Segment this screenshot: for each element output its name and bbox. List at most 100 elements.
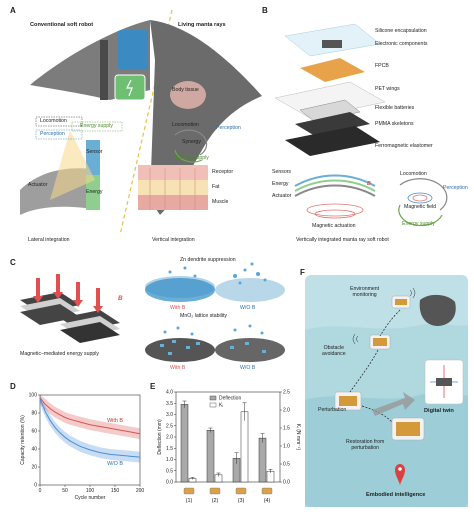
chart-d-xtick-label: 0 bbox=[39, 488, 42, 494]
sensor-layer-side bbox=[294, 174, 376, 187]
energy-label-b: Energy bbox=[272, 181, 289, 187]
loop-perception-b: Perception bbox=[443, 185, 468, 191]
panel-d-letter: D bbox=[10, 382, 16, 391]
zn-disc-wo-b bbox=[215, 278, 285, 302]
chart-e-ylabel-left: Deflection (mm) bbox=[157, 419, 163, 455]
sensor-block bbox=[86, 140, 100, 175]
actuator-label-b: Actuator bbox=[272, 193, 292, 199]
chart-e-category-label: (1) bbox=[186, 498, 193, 504]
perturbation-arrow bbox=[372, 392, 415, 416]
caption-b: Vertically integrated manta ray soft rob… bbox=[296, 237, 389, 243]
caption-c: Magnetic–mediated energy supply bbox=[20, 351, 100, 357]
robot-3 bbox=[334, 391, 362, 411]
b-symbol-c: B bbox=[118, 295, 123, 302]
chart-d-xtick-label: 50 bbox=[62, 488, 68, 494]
zn-disc-with-b bbox=[145, 278, 215, 302]
chart-e-ytick-left-label: 3.0 bbox=[166, 412, 173, 418]
magnetic-actuation-label: Magnetic actuation bbox=[312, 223, 356, 229]
digital-twin-label: Digital twin bbox=[424, 408, 454, 414]
panel-a-title-left: Conventional soft robot bbox=[30, 22, 94, 28]
panel-f-letter: F bbox=[300, 268, 305, 277]
loop-locomotion-b: Locomotion bbox=[400, 171, 427, 177]
field-arrows bbox=[33, 274, 103, 313]
chart-e-category-label: (4) bbox=[264, 498, 271, 504]
chart-d-ylabel: Capacity retention (%) bbox=[20, 415, 26, 465]
chart-e-legend-label-1: Kᵢ bbox=[219, 403, 223, 409]
panel-e-letter: E bbox=[150, 382, 156, 391]
chart-d-band-0 bbox=[40, 395, 140, 440]
chart-e-category-label: (3) bbox=[238, 498, 245, 504]
loop-perception-a: Perception bbox=[216, 125, 241, 131]
perception-box bbox=[35, 129, 83, 140]
chart-e-ytick-left-label: 3.5 bbox=[166, 401, 173, 407]
mno2-disc-wo-b bbox=[215, 338, 285, 362]
chart-e-legend-label-0: Deflection bbox=[219, 396, 241, 402]
perception-label-a: Perception bbox=[40, 131, 65, 137]
robot-frame bbox=[100, 40, 108, 100]
loop-synergy-a: Synergy bbox=[182, 139, 202, 145]
pmma-layer bbox=[295, 112, 370, 136]
env-monitoring-label: Environment monitoring bbox=[350, 286, 380, 298]
energy-supply-label-a: Energy supply bbox=[80, 123, 113, 129]
sensors-label-b: Sensors bbox=[272, 169, 292, 175]
obstacle-avoidance-label: Obstacle avoidance bbox=[322, 345, 346, 357]
body-tissue-patch bbox=[170, 81, 206, 109]
panel-b-letter: B bbox=[262, 6, 268, 15]
chart-d-legend-wo-b: W/O B bbox=[107, 461, 123, 467]
chart-d-ytick-label: 40 bbox=[31, 447, 37, 453]
chart-e-ytick-left-label: 2.0 bbox=[166, 435, 173, 441]
robot-2 bbox=[369, 334, 391, 350]
receptor-label: Receptor bbox=[212, 169, 234, 175]
chart-e-legend-swatch-1 bbox=[209, 402, 217, 408]
battery-layer bbox=[299, 99, 361, 123]
robot-4 bbox=[391, 417, 425, 441]
locomotion-label: Locomotion bbox=[40, 118, 67, 124]
chart-e-robot-thumb bbox=[183, 487, 195, 495]
layer-label-pmma: PMMA skeletons bbox=[375, 121, 414, 127]
chart-d-legend-with-b: With B bbox=[107, 418, 123, 424]
chart-d-ytick-label: 60 bbox=[31, 429, 37, 435]
zn-title: Zn dendrite suppression bbox=[180, 257, 236, 263]
layer-label-silicone: Silicone encapsulation bbox=[375, 28, 427, 34]
robot-1 bbox=[391, 295, 411, 309]
synergy-loop-arrow bbox=[174, 129, 208, 156]
loop-energy-a: Energy supply bbox=[176, 155, 209, 161]
chart-d-xtick-label: 100 bbox=[86, 488, 95, 494]
chart-e-ytick-right-label: 1.0 bbox=[283, 444, 290, 450]
layer-label-electronic: Electronic components bbox=[375, 41, 428, 47]
body-tissue-label: Body tissue bbox=[172, 87, 199, 93]
loop-locomotion-a: Locomotion bbox=[172, 122, 199, 128]
chart-e-ytick-left-label: 1.0 bbox=[166, 457, 173, 463]
map-pin-icon bbox=[395, 464, 405, 486]
muscle-label: Muscle bbox=[212, 199, 229, 205]
chart-e-ytick-left-label: 4.0 bbox=[166, 390, 173, 396]
components-layer bbox=[322, 40, 342, 48]
b-symbol-b: B bbox=[367, 181, 371, 187]
light-cone bbox=[50, 130, 95, 200]
chart-e-category-label: (2) bbox=[212, 498, 219, 504]
energy-supply-box bbox=[71, 121, 123, 132]
ferro-layer bbox=[285, 126, 380, 156]
rock bbox=[419, 294, 456, 326]
chart-e-ytick-left-label: 2.5 bbox=[166, 423, 173, 429]
layer-label-batteries: Flexible batteries bbox=[375, 105, 415, 111]
chart-e-ytick-right-label: 2.0 bbox=[283, 408, 290, 414]
energy-block bbox=[86, 175, 100, 210]
embodied-intelligence-label: Embodied intelligence bbox=[366, 492, 426, 498]
robot-circuit-board bbox=[118, 30, 148, 70]
caption-lateral: Lateral integration bbox=[28, 237, 70, 243]
lightning-icon bbox=[126, 79, 133, 97]
restoration-label: Restoration from perturbation bbox=[346, 439, 385, 451]
fpcb-layer bbox=[300, 58, 365, 82]
fat-label: Fat bbox=[212, 184, 220, 190]
chart-d-xtick-label: 200 bbox=[136, 488, 145, 494]
chart-d-ytick-label: 20 bbox=[31, 465, 37, 471]
chart-e-legend-swatch-0 bbox=[209, 395, 217, 401]
panel-a-title-right: Living manta rays bbox=[178, 22, 226, 28]
chart-e-robot-thumb bbox=[209, 487, 221, 495]
layer-label-pet: PET wings bbox=[375, 86, 400, 92]
battery-stack bbox=[20, 292, 120, 343]
